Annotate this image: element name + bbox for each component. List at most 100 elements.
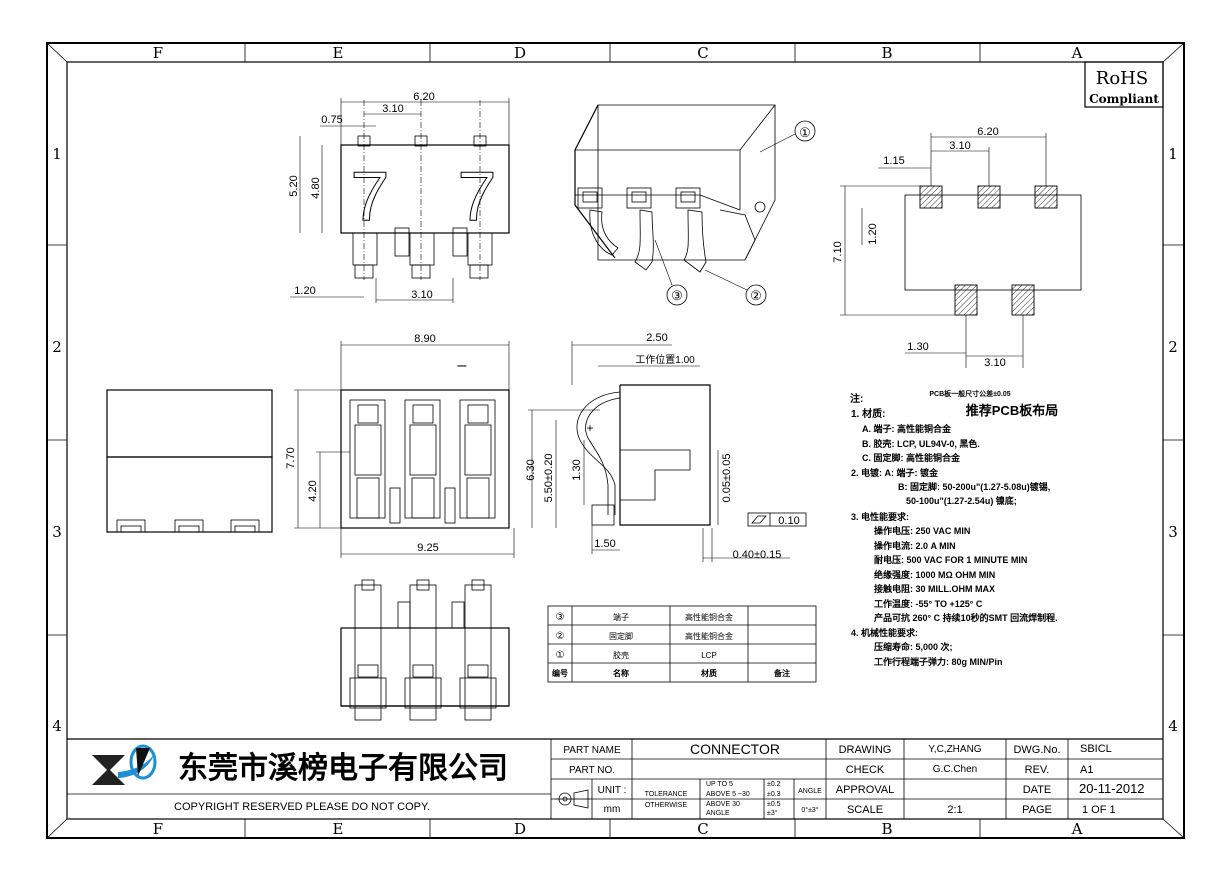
bom-header-row: 编号 名称 材质 备注 — [552, 668, 790, 678]
bom-material: 高性能铜合金 — [685, 631, 733, 641]
date-label: DATE — [1023, 784, 1052, 796]
title-block — [67, 738, 1163, 819]
angle-label: ANGLE — [798, 788, 822, 795]
zone-row-2-right: 2 — [1168, 338, 1178, 356]
zone-row-3: 3 — [52, 523, 62, 541]
tol-value: ±0.5 — [767, 801, 781, 808]
notes-line: 绝缘强度: 1000 MΩ OHM MIN — [874, 569, 995, 580]
iso-callout-3: ③ — [671, 289, 683, 304]
page-label: PAGE — [1022, 804, 1052, 816]
bom-header-name: 名称 — [613, 668, 629, 678]
iso-callout-2: ② — [750, 289, 762, 304]
notes-pcb-title: 推荐PCB板布局 — [966, 403, 1058, 418]
side-dim-150: 1.50 — [594, 538, 615, 550]
rohs-badge: RoHS Compliant — [1084, 61, 1164, 108]
left-side-view — [106, 389, 273, 533]
bom-header-remark: 备注 — [773, 668, 790, 678]
sheet-border — [46, 42, 1185, 839]
bom-row-1: ① 胶壳 LCP — [556, 650, 717, 661]
bom-no: ① — [556, 650, 565, 661]
zone-labels-top: F E D C B A — [153, 44, 1083, 62]
side-dim-005: 0.05±0.05 — [721, 454, 733, 503]
iso-callout-1: ① — [799, 126, 811, 141]
rev-label: REV. — [1025, 764, 1050, 776]
section-side-view: + 2.50 工作位置1.00 6.30 5.50±0.20 1.30 0.05… — [525, 332, 807, 562]
company-logo — [92, 744, 157, 785]
pcb-dim-310-bottom: 3.10 — [984, 357, 1005, 369]
company-name: 东莞市溪榜电子有限公司 — [178, 751, 508, 785]
bom-row-3: ③ 端子 高性能铜合金 — [556, 612, 733, 623]
top-dim-120: 1.20 — [294, 285, 315, 297]
otherwise-label: OTHERWISE — [645, 802, 688, 809]
notes-line: 工作温度: -55° TO +125° C — [874, 598, 983, 609]
zone-col-f-bottom: F — [153, 820, 163, 838]
dwgno-label: DWG.No. — [1013, 744, 1060, 756]
zone-labels-right: 1 2 3 4 — [1168, 145, 1178, 735]
tolerance-label: TOLERANCE — [645, 791, 688, 798]
bom-name: 端子 — [613, 612, 629, 622]
side-dim-550: 5.50±0.20 — [543, 454, 555, 503]
top-view-mark-right: 7 — [458, 157, 497, 235]
part-name-value: CONNECTOR — [690, 741, 780, 757]
pcb-dim-130: 1.30 — [907, 341, 928, 353]
pcb-dim-115: 1.15 — [883, 155, 904, 167]
zone-col-a-bottom: A — [1071, 820, 1083, 838]
tol-value: ±0.2 — [767, 781, 781, 788]
unit-label: UNIT : — [598, 785, 627, 796]
unit-value: mm — [604, 804, 621, 815]
top-dim-310: 3.10 — [382, 103, 403, 115]
notes-line: A. 端子: 高性能铜合金 — [862, 423, 952, 434]
zone-col-d-bottom: D — [514, 820, 526, 838]
bom-row-2: ② 固定脚 高性能铜合金 — [556, 631, 733, 642]
front-dim-890: 8.90 — [414, 333, 435, 345]
section-plus: + — [586, 421, 593, 435]
notes-pcb-tolerance: PCB板一般尺寸公差±0.05 — [929, 389, 1010, 398]
side-dim-040: 0.40±0.15 — [733, 549, 782, 561]
part-no-label: PART NO. — [569, 765, 615, 776]
zone-col-d: D — [514, 44, 526, 62]
front-dim-420: 4.20 — [307, 480, 319, 501]
notes-line: B. 胶壳: LCP, UL94V-0, 黑色. — [862, 438, 980, 449]
notes-line: 工作行程端子弹力: 80g MIN/Pin — [874, 656, 1003, 667]
page-value: 1 OF 1 — [1082, 804, 1116, 816]
zone-col-f: F — [153, 44, 163, 62]
top-view: 7 7 6.20 3.10 0.75 5.20 4.80 1.20 3.10 — [288, 91, 510, 303]
notes-block: PCB板一般尺寸公差±0.05 注: 推荐PCB板布局 1. 材质: A. 端子… — [850, 389, 1058, 667]
zone-col-a: A — [1071, 44, 1083, 62]
iso-view: ① ② ③ — [574, 104, 816, 306]
zone-row-3-right: 3 — [1168, 523, 1178, 541]
dwgno-value: SBICL — [1080, 743, 1112, 755]
rohs-label: RoHS — [1096, 68, 1148, 89]
zone-col-c-bottom: C — [697, 820, 708, 838]
tol-value: ±0.3 — [767, 791, 781, 798]
bom-header-material: 材质 — [701, 668, 717, 678]
zone-labels-bottom: F E D C B A — [153, 820, 1083, 838]
notes-line: 操作电流: 2.0 A MIN — [874, 540, 956, 551]
tol-value: ±3° — [767, 809, 778, 817]
zone-row-4: 4 — [52, 717, 62, 735]
pcb-dim-620: 6.20 — [977, 126, 998, 138]
notes-line: 耐电压: 500 VAC FOR 1 MINUTE MIN — [874, 554, 1027, 565]
notes-line: 4. 机械性能要求: — [851, 627, 918, 638]
top-dim-480: 4.80 — [310, 177, 322, 198]
zone-col-e: E — [333, 44, 344, 62]
front-view: – 8.90 7.70 4.20 9.25 — [285, 333, 515, 558]
bom-material: LCP — [701, 651, 717, 660]
front-dim-925: 9.25 — [417, 542, 438, 554]
zone-col-c: C — [697, 44, 708, 62]
side-dim-630: 6.30 — [525, 459, 537, 480]
rev-value: A1 — [1080, 764, 1093, 776]
pcb-dim-120: 1.20 — [867, 223, 879, 244]
drawing-label: DRAWING — [839, 744, 892, 756]
bom-table — [547, 605, 817, 683]
rohs-compliant-label: Compliant — [1089, 92, 1159, 106]
bom-header-no: 编号 — [552, 668, 568, 678]
pcb-dim-310: 3.10 — [949, 140, 970, 152]
scale-label: SCALE — [847, 804, 883, 816]
top-dim-620: 6.20 — [413, 91, 434, 103]
front-dim-770: 7.70 — [285, 447, 297, 468]
notes-line: 操作电压: 250 VAC MIN — [874, 525, 970, 536]
notes-line: 2. 电镀: A: 端子: 镀金 — [851, 467, 939, 478]
